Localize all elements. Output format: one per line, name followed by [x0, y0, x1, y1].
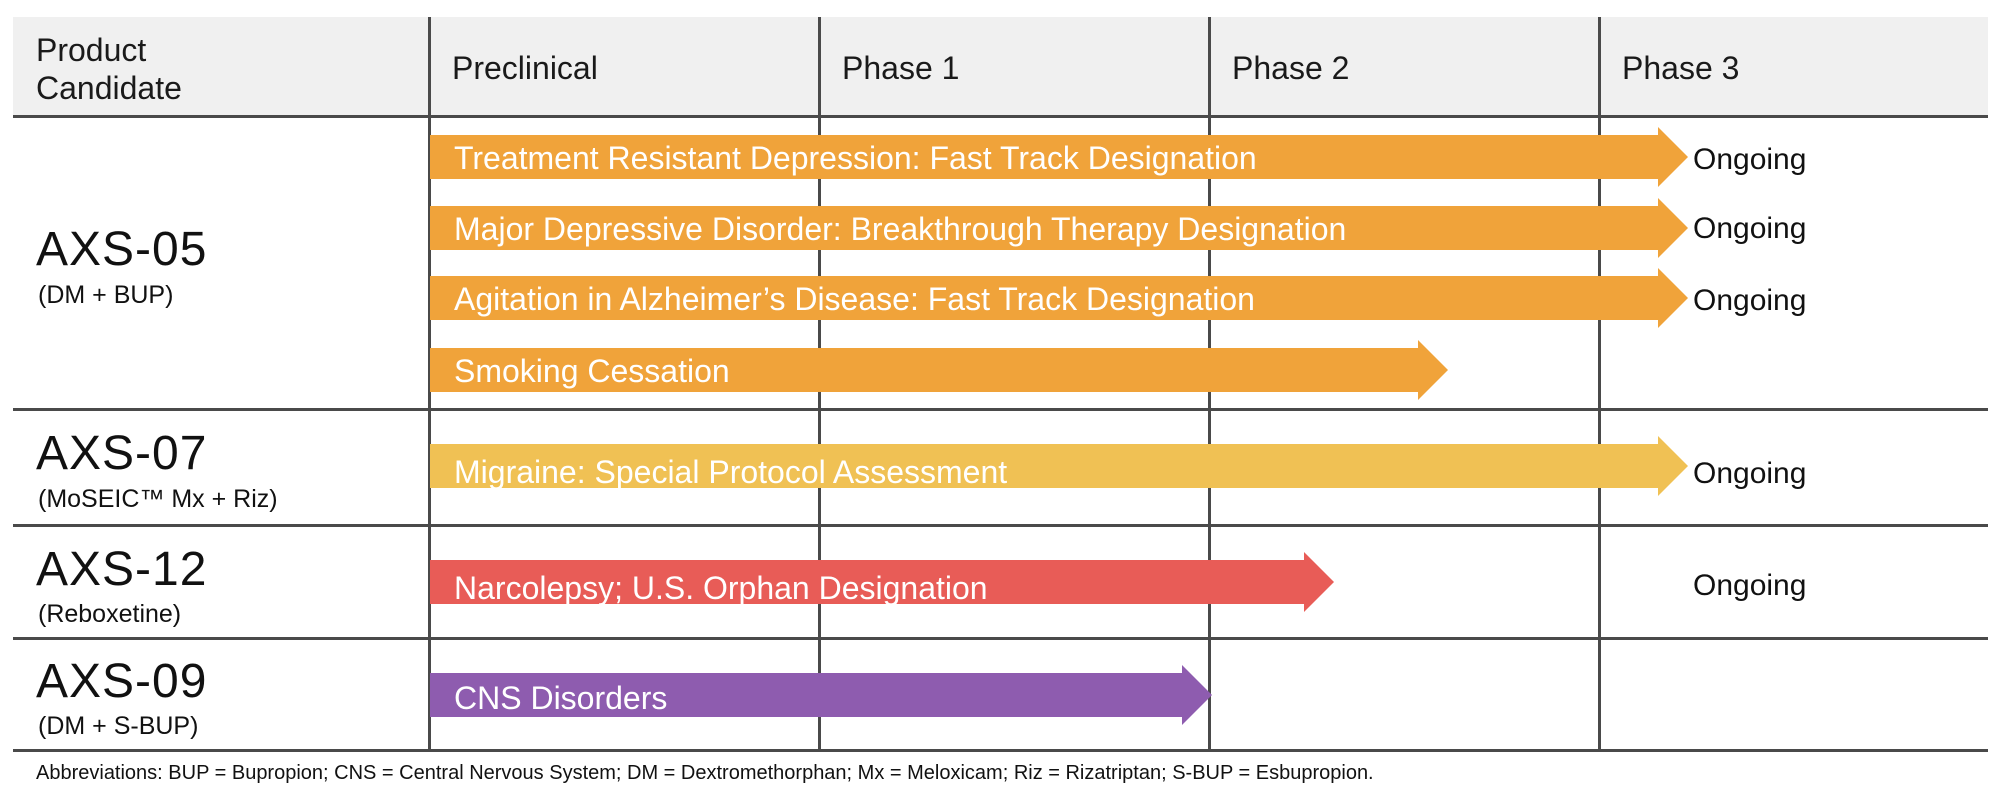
program-bar-label: Migraine: Special Protocol Assessment: [454, 454, 1008, 490]
product-subtitle: (DM + BUP): [38, 281, 174, 309]
program-status: Ongoing: [1693, 143, 1807, 176]
phase-header-preclinical: Preclinical: [452, 50, 598, 86]
program-bar: [430, 552, 1334, 612]
header-divider: [13, 115, 1988, 118]
product-subtitle: (MoSEIC™ Mx + Riz): [38, 485, 278, 513]
phase-header-phase-2: Phase 2: [1232, 50, 1350, 86]
program-bar: [430, 198, 1688, 258]
program-bar-label: Treatment Resistant Depression: Fast Tra…: [454, 140, 1257, 176]
table-bottom-border: [13, 749, 1988, 752]
product-candidate-header: Product Candidate: [36, 32, 182, 106]
product-subtitle: (DM + S-BUP): [38, 712, 199, 740]
program-bar: [430, 127, 1688, 187]
product-name: AXS-07: [36, 427, 208, 480]
column-divider: [1598, 17, 1601, 751]
product-name: AXS-05: [36, 223, 208, 276]
row-divider: [13, 637, 1988, 640]
program-status: Ongoing: [1693, 212, 1807, 245]
program-bar: [430, 665, 1212, 725]
program-bar: [430, 268, 1688, 328]
row-divider: [13, 408, 1988, 411]
phase-header-phase-3: Phase 3: [1622, 50, 1740, 86]
program-bar-label: Narcolepsy; U.S. Orphan Designation: [454, 570, 988, 606]
row-divider: [13, 524, 1988, 527]
product-subtitle: (Reboxetine): [38, 600, 182, 628]
product-name: AXS-12: [36, 543, 208, 596]
program-bar-label: Major Depressive Disorder: Breakthrough …: [454, 211, 1347, 247]
program-status: Ongoing: [1693, 569, 1807, 602]
program-bar: [430, 436, 1688, 496]
program-bar-label: Smoking Cessation: [454, 353, 730, 389]
program-bar-label: Agitation in Alzheimer’s Disease: Fast T…: [454, 281, 1255, 317]
program-bar-label: CNS Disorders: [454, 680, 668, 716]
abbreviations-footnote: Abbreviations: BUP = Bupropion; CNS = Ce…: [36, 762, 1374, 784]
product-name: AXS-09: [36, 655, 208, 708]
program-status: Ongoing: [1693, 284, 1807, 317]
program-status: Ongoing: [1693, 457, 1807, 490]
program-bar: [430, 340, 1448, 400]
header-row: [13, 17, 1988, 116]
column-divider: [428, 17, 431, 751]
phase-header-phase-1: Phase 1: [842, 50, 960, 86]
